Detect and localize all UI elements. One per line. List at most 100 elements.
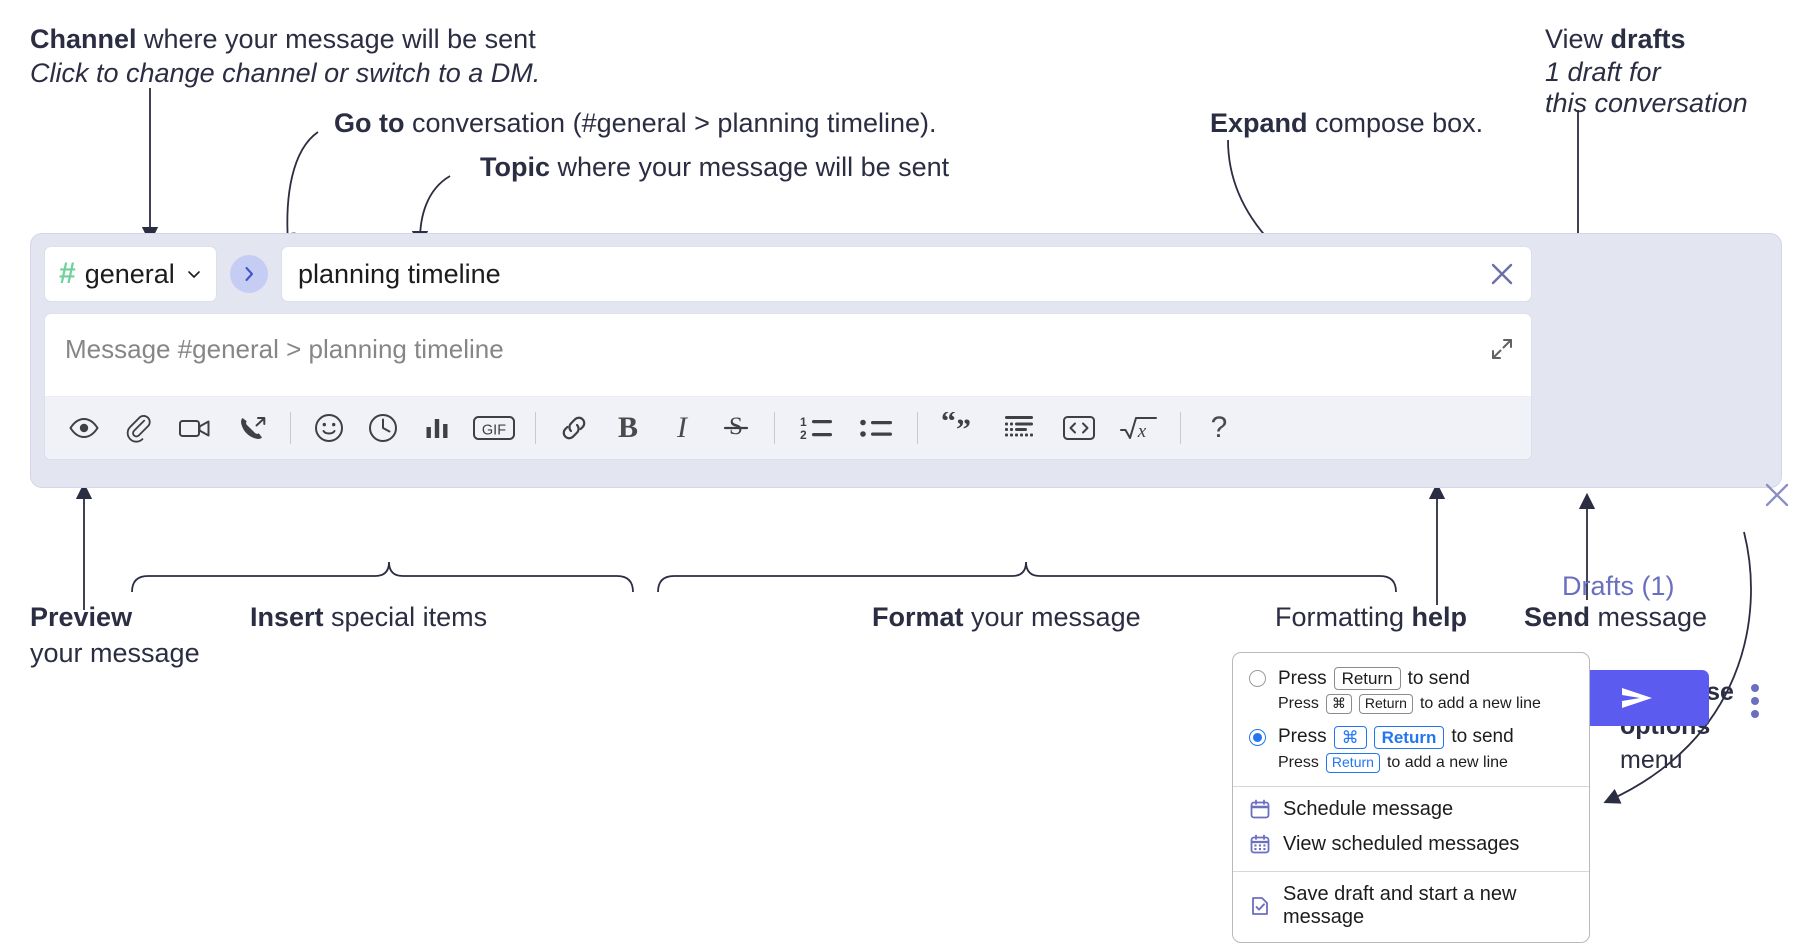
send-paper-plane-icon (1621, 688, 1652, 708)
annotation-drafts-sub2: this conversation (1545, 88, 1748, 118)
annotation-format: Format your message (872, 602, 1141, 632)
vertical-dots-icon (1751, 710, 1759, 718)
option2-subtext: Press Return to add a new line (1233, 751, 1589, 777)
option1-sub-pre: Press (1278, 695, 1319, 712)
italic-label: I (677, 411, 687, 444)
call-forward-icon[interactable] (232, 408, 272, 448)
toolbar-divider (290, 412, 291, 444)
menu-option-return-to-send[interactable]: Press Return to send (1233, 665, 1589, 692)
option1-post: to send (1407, 667, 1470, 689)
option2-sub-post: to add a new line (1386, 753, 1508, 771)
annotation-channel: Channel where your message will be sent (30, 24, 536, 54)
message-placeholder: Message #general > planning timeline (65, 334, 504, 364)
vertical-dots-icon (1751, 697, 1759, 705)
annotation-expand: Expand compose box. (1210, 108, 1484, 138)
bulleted-list-icon[interactable] (853, 408, 899, 448)
option1-pre: Press (1278, 667, 1327, 689)
option2-sub-pre: Press (1278, 753, 1319, 771)
annotation-topic: Topic where your message will be sent (480, 152, 950, 182)
compose-options-menu: Press Return to send Press ⌘ Return to a… (1232, 652, 1590, 943)
key-return: Return (1333, 667, 1401, 691)
drafts-link[interactable]: Drafts (1) (1562, 571, 1675, 601)
save-draft-icon (1252, 896, 1268, 915)
vertical-dots-icon (1751, 684, 1759, 692)
code-block-icon[interactable] (996, 408, 1042, 448)
attachment-icon[interactable] (118, 408, 158, 448)
topic-input[interactable]: planning timeline (281, 246, 1532, 302)
strikethrough-icon[interactable]: S (716, 408, 756, 448)
option1-sub-post: to add a new line (1419, 695, 1541, 712)
preview-icon[interactable] (64, 408, 104, 448)
option2-text: Press ⌘ Return to send (1278, 725, 1514, 749)
annotation-channel-sub: Click to change channel or switch to a D… (30, 58, 541, 88)
math-equation-icon[interactable]: x (1116, 408, 1162, 448)
svg-text:“: “ (941, 412, 956, 438)
message-input-container: Message #general > planning timeline (44, 313, 1532, 460)
compose-options-menu-button[interactable] (1741, 684, 1769, 718)
annotation-preview-sub: your message (30, 638, 200, 668)
poll-bar-chart-icon[interactable] (417, 408, 457, 448)
formatting-help-icon[interactable]: ? (1199, 408, 1239, 448)
bold-icon[interactable]: B (608, 408, 648, 448)
compose-box: # general planning timeline (30, 233, 1789, 726)
key-return: Return (1325, 753, 1380, 773)
toolbar-divider (535, 412, 536, 444)
calendar-schedule-icon (1250, 799, 1270, 819)
chevron-down-icon (188, 271, 200, 278)
radio-icon-selected[interactable] (1249, 728, 1266, 746)
chevron-right-icon (245, 266, 254, 282)
compose-main-column: # general planning timeline (44, 246, 1532, 460)
expand-icon[interactable] (1489, 336, 1515, 362)
video-camera-icon[interactable] (172, 408, 218, 448)
toolbar-divider (774, 412, 775, 444)
menu-item-save-draft[interactable]: Save draft and start a new message (1233, 877, 1589, 935)
compose-header-row: # general planning timeline (44, 246, 1532, 302)
blockquote-icon[interactable]: “ ” (936, 408, 982, 448)
annotation-drafts: View drafts (1545, 24, 1686, 54)
emoji-icon[interactable] (309, 408, 349, 448)
toolbar-divider (917, 412, 918, 444)
channel-name-label: general (84, 258, 175, 289)
menu-item-label: Schedule message (1283, 797, 1454, 820)
radio-icon[interactable] (1249, 670, 1266, 688)
svg-text:GIF: GIF (482, 422, 506, 438)
ordered-list-icon[interactable]: 1 2 (793, 408, 839, 448)
channel-selector[interactable]: # general (44, 246, 217, 302)
italic-icon[interactable]: I (662, 408, 702, 448)
option2-pre: Press (1278, 726, 1327, 748)
link-icon[interactable] (554, 408, 594, 448)
annotation-insert: Insert special items (250, 602, 488, 632)
close-icon[interactable] (1763, 481, 1791, 509)
svg-text:S: S (729, 413, 743, 440)
svg-text:2: 2 (800, 428, 807, 442)
message-textarea[interactable]: Message #general > planning timeline (45, 314, 1531, 396)
key-command: ⌘ (1325, 694, 1352, 714)
annotation-send: Send message (1524, 602, 1708, 632)
menu-item-label: Save draft and start a new message (1283, 882, 1517, 928)
menu-item-view-scheduled-messages[interactable]: View scheduled messages (1233, 827, 1589, 862)
topic-value: planning timeline (298, 258, 501, 289)
key-return: Return (1358, 694, 1413, 714)
menu-item-schedule-message[interactable]: Schedule message (1233, 792, 1589, 827)
close-icon[interactable] (1487, 259, 1517, 289)
menu-divider (1233, 785, 1589, 787)
annotation-formatting-help: Formatting help (1275, 602, 1468, 632)
svg-text:1: 1 (800, 415, 807, 429)
menu-option-cmd-return-to-send[interactable]: Press ⌘ Return to send (1233, 724, 1589, 751)
calendar-grid-icon (1250, 834, 1270, 854)
inline-code-icon[interactable] (1056, 408, 1102, 448)
gif-icon[interactable]: GIF (471, 408, 517, 448)
goto-conversation-button[interactable] (230, 255, 268, 293)
menu-divider (1233, 870, 1589, 872)
annotation-goto: Go to conversation (#general > planning … (334, 108, 937, 138)
option1-subtext: Press ⌘ Return to add a new line (1233, 692, 1589, 718)
option2-post: to send (1451, 726, 1514, 748)
annotation-preview: Preview (30, 602, 133, 632)
option1-text: Press Return to send (1278, 667, 1470, 691)
hash-icon: # (59, 257, 76, 290)
clock-icon[interactable] (363, 408, 403, 448)
annotation-compose-options-3: menu (1620, 746, 1683, 774)
help-label: ? (1210, 411, 1228, 444)
key-return: Return (1373, 725, 1445, 749)
